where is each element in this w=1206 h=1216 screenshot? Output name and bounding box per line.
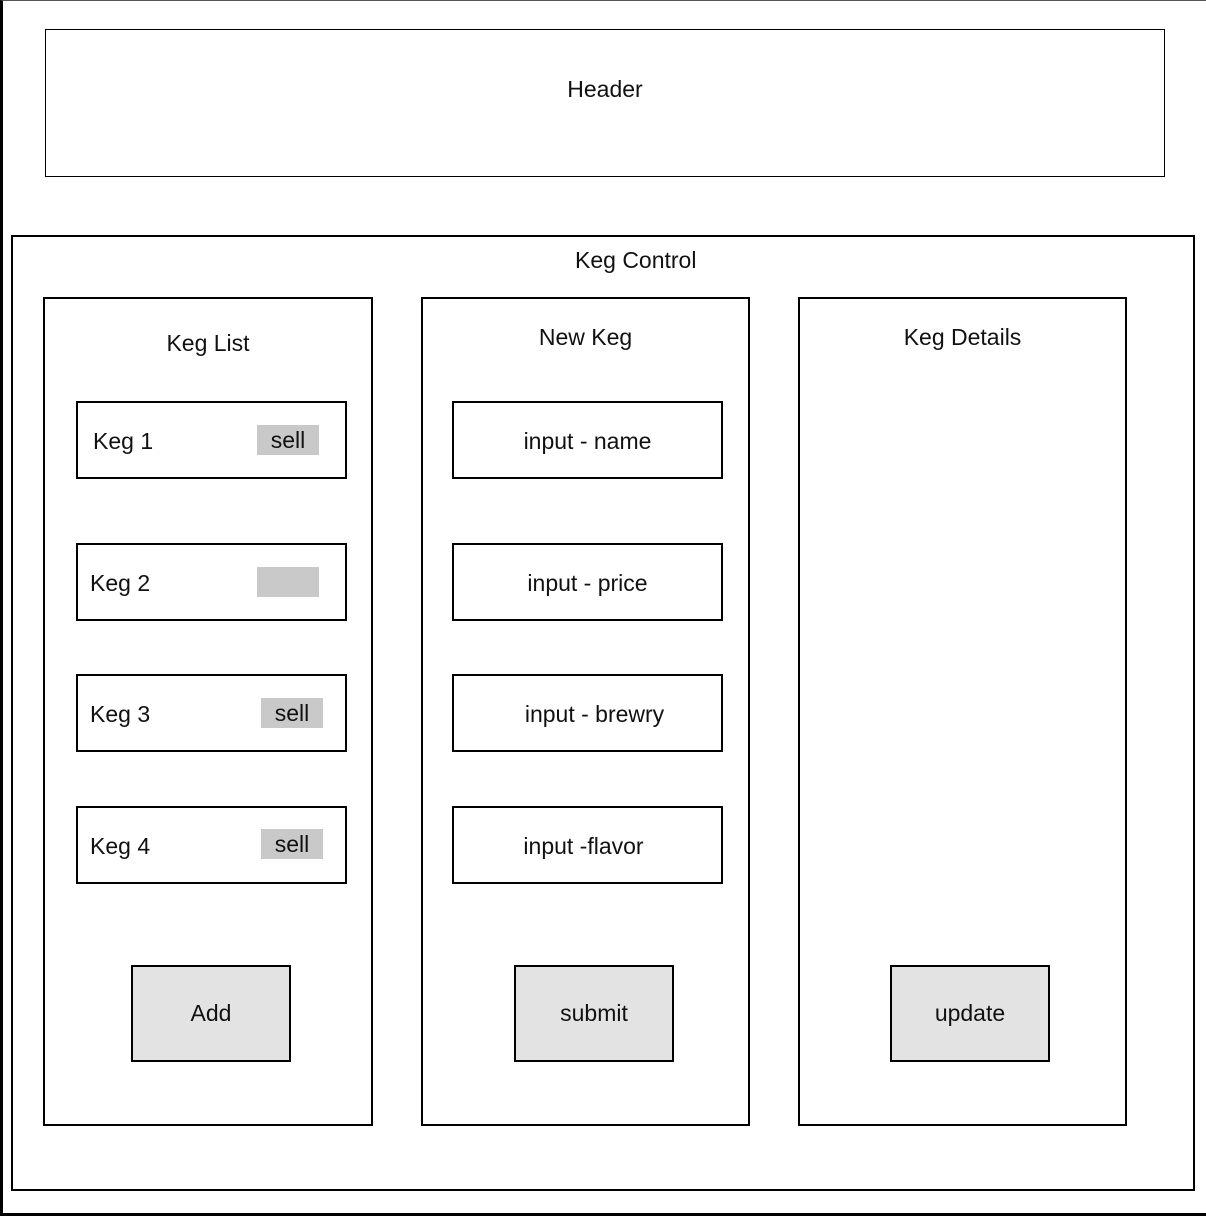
- keg-list-item[interactable]: Keg 2: [76, 543, 347, 621]
- header: Header: [45, 29, 1165, 177]
- keg-control-title: Keg Control: [575, 247, 697, 273]
- add-button[interactable]: Add: [131, 965, 291, 1062]
- keg-name: Keg 1: [93, 428, 154, 454]
- sell-button[interactable]: sell: [257, 425, 319, 455]
- sell-button[interactable]: [257, 567, 319, 597]
- keg-list-title: Keg List: [166, 330, 250, 356]
- keg-details-panel: Keg Details update: [798, 297, 1127, 1126]
- keg-name: Keg 4: [90, 833, 151, 859]
- sell-button[interactable]: sell: [261, 829, 323, 859]
- update-button[interactable]: update: [890, 965, 1050, 1062]
- new-keg-title: New Keg: [538, 324, 633, 350]
- keg-list-item[interactable]: Keg 4 sell: [76, 806, 347, 884]
- brewery-input[interactable]: input - brewry: [452, 674, 723, 752]
- keg-list-item[interactable]: Keg 3 sell: [76, 674, 347, 752]
- keg-list-panel: Keg List Keg 1 sell Keg 2 Keg 3 sell Keg…: [43, 297, 373, 1126]
- header-title: Header: [567, 76, 643, 102]
- price-input[interactable]: input - price: [452, 543, 723, 621]
- keg-name: Keg 3: [90, 701, 151, 727]
- name-input-label: input - name: [523, 428, 652, 454]
- keg-details-title: Keg Details: [903, 324, 1022, 350]
- brewery-input-label: input - brewry: [524, 701, 665, 727]
- name-input[interactable]: input - name: [452, 401, 723, 479]
- sell-button[interactable]: sell: [261, 698, 323, 728]
- keg-list-item[interactable]: Keg 1 sell: [76, 401, 347, 479]
- price-input-label: input - price: [527, 570, 648, 596]
- flavor-input-label: input -flavor: [523, 833, 644, 859]
- flavor-input[interactable]: input -flavor: [452, 806, 723, 884]
- new-keg-panel: New Keg input - name input - price input…: [421, 297, 750, 1126]
- keg-name: Keg 2: [90, 570, 151, 596]
- submit-button[interactable]: submit: [514, 965, 674, 1062]
